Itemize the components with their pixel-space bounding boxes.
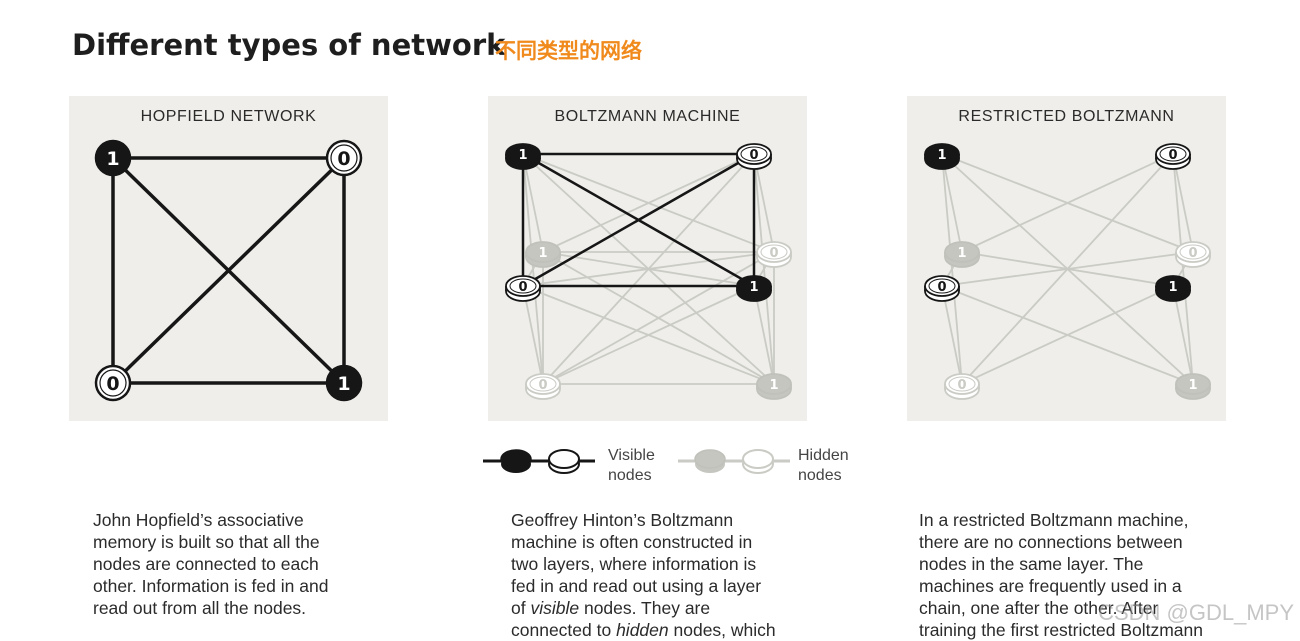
edge-5-6: [542, 285, 755, 385]
node-value: 1: [957, 246, 966, 261]
visible-node-2: 0: [94, 364, 132, 402]
edge-5-7: [753, 285, 775, 385]
edge-1-2: [542, 153, 755, 253]
node-value: 1: [106, 148, 119, 170]
panel-title: HOPFIELD NETWORK: [140, 108, 317, 125]
edge-3-4: [941, 251, 1194, 287]
visible-emphasis: visible: [530, 598, 580, 618]
node-value: 1: [1188, 378, 1197, 393]
edge-5-6: [961, 285, 1174, 385]
panel-title: BOLTZMANN MACHINE: [554, 108, 741, 125]
visible-node-0: 1: [94, 139, 132, 177]
edge-1-2: [111, 156, 346, 385]
edge-1-3: [753, 153, 775, 253]
hidden-node-7: 1: [1175, 373, 1211, 400]
node-value: 0: [749, 148, 758, 163]
restricted-boltzmann-diagram: 1 0 1 0 0 1 0 1: [924, 143, 1211, 400]
hidden-nodes-label: Hidden nodes: [798, 447, 849, 484]
hidden-emphasis: hidden: [616, 620, 669, 640]
node-value: 0: [518, 280, 527, 295]
node-value: 1: [937, 148, 946, 163]
edge-0-2: [941, 153, 963, 253]
visible-node-0: 1: [924, 143, 960, 170]
node-value: 1: [1168, 280, 1177, 295]
hopfield-caption: John Hopfield’s associative memory is bu…: [93, 510, 329, 618]
hidden-node-2: 1: [944, 241, 980, 268]
hidden-node-7: 1: [756, 373, 792, 400]
visible-node-5: 1: [736, 275, 772, 302]
visible-node-1: 0: [325, 139, 363, 177]
visible-node-0: 1: [505, 143, 541, 170]
hidden-node-2: 1: [525, 241, 561, 268]
hidden-node-3: 0: [1175, 241, 1211, 268]
node-legend: Visible nodes Hidden nodes: [480, 440, 880, 490]
edge-4-6: [522, 285, 544, 385]
node-value: 0: [1188, 246, 1197, 261]
panel-title: RESTRICTED BOLTZMANN: [958, 108, 1175, 125]
node-value: 1: [337, 373, 350, 395]
page-title: Different types of network: [72, 28, 506, 62]
node-value: 0: [1168, 148, 1177, 163]
edge-5-7: [1172, 285, 1194, 385]
legend-graphics: [483, 449, 790, 474]
node-value: 1: [538, 246, 547, 261]
boltzmann-machine-diagram: 1 0 1 0 0 1 0 1: [505, 143, 792, 400]
restricted-boltzmann-panel: RESTRICTED BOLTZMANN 1 0 1 0 0 1 0 1: [907, 96, 1226, 421]
node-value: 0: [937, 280, 946, 295]
visible-nodes-label: Visible nodes: [608, 447, 655, 484]
node-value: 0: [957, 378, 966, 393]
visible-node-1: 0: [736, 143, 772, 170]
visible-nodes-legend-icon: [483, 449, 595, 474]
edge-3-4: [522, 251, 775, 287]
node-value: 0: [106, 373, 119, 395]
node-value: 1: [518, 148, 527, 163]
edge-1-3: [1172, 153, 1194, 253]
hopfield-network-diagram: 1 0 0 1: [94, 139, 363, 402]
edge-1-4: [522, 152, 755, 288]
node-value: 0: [538, 378, 547, 393]
edge-1-2: [961, 153, 1174, 253]
boltzmann-machine-panel: BOLTZMANN MACHINE 1 0 1 0 0 1 0 1: [488, 96, 807, 421]
hidden-node-3: 0: [756, 241, 792, 268]
node-value: 0: [337, 148, 350, 170]
hidden-node-6: 0: [525, 373, 561, 400]
boltzmann-caption: Geoffrey Hinton’s Boltzmann machine is o…: [511, 510, 776, 640]
node-value: 0: [769, 246, 778, 261]
visible-node-1: 0: [1155, 143, 1191, 170]
page-subtitle: 不同类型的网络: [495, 39, 642, 63]
hidden-nodes-legend-icon: [678, 449, 790, 474]
node-value: 1: [749, 280, 758, 295]
visible-node-4: 0: [505, 275, 541, 302]
node-value: 1: [769, 378, 778, 393]
watermark: CSDN @GDL_MPY: [1098, 600, 1294, 625]
hidden-node-6: 0: [944, 373, 980, 400]
hopfield-network-panel: HOPFIELD NETWORK 1 0 0 1: [69, 96, 388, 421]
visible-node-3: 1: [325, 364, 363, 402]
visible-node-4: 0: [924, 275, 960, 302]
visible-node-5: 1: [1155, 275, 1191, 302]
edge-4-6: [941, 285, 963, 385]
edge-0-2: [522, 153, 544, 253]
